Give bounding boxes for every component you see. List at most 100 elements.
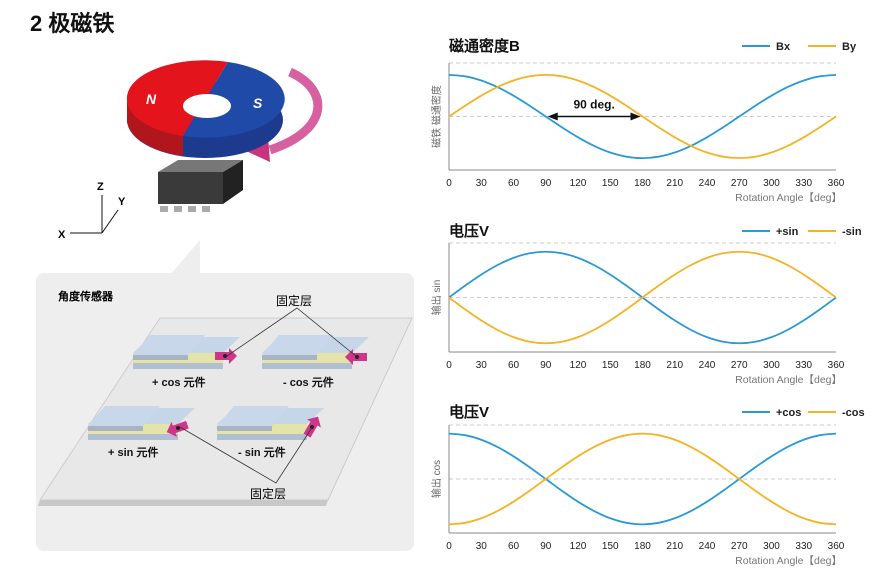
series-line--sin xyxy=(448,250,837,345)
x-tick-label: 180 xyxy=(634,541,651,552)
chart-title: 磁通密度B xyxy=(449,37,520,55)
x-tick-label: 360 xyxy=(828,541,845,552)
x-tick-label: 30 xyxy=(476,178,488,189)
x-tick-label: 30 xyxy=(476,360,488,371)
axes-3d xyxy=(70,195,119,234)
page-title: 2 极磁铁 xyxy=(30,11,115,36)
x-tick-label: 90 xyxy=(540,541,552,552)
sensor-element xyxy=(262,335,369,369)
x-tick-label: 240 xyxy=(699,541,716,552)
pinned-layer-label-bottom: 固定层 xyxy=(250,486,286,501)
legend-label: By xyxy=(842,41,857,53)
element-label-neg-sin: - sin 元件 xyxy=(238,445,286,459)
annotation-arrowhead-left xyxy=(547,112,558,121)
x-tick-label: 300 xyxy=(763,541,780,552)
magnet-illustration: N S xyxy=(126,60,323,162)
pin-dot xyxy=(176,426,180,430)
legend-label: Bx xyxy=(776,41,791,53)
x-tick-label: 150 xyxy=(602,360,619,371)
x-tick-label: 270 xyxy=(731,541,748,552)
x-tick-label: 300 xyxy=(763,178,780,189)
free-layer xyxy=(88,406,160,426)
x-tick-label: 360 xyxy=(828,178,845,189)
element-label-pos-cos: + cos 元件 xyxy=(152,375,206,389)
x-tick-label: 120 xyxy=(570,360,587,371)
x-tick-label: 0 xyxy=(446,178,452,189)
x-tick-label: 30 xyxy=(476,541,488,552)
base-side xyxy=(133,363,223,369)
south-pole xyxy=(183,62,285,138)
sensor-chip xyxy=(158,160,243,212)
base-side xyxy=(262,363,352,369)
rotation-arrow xyxy=(268,67,323,155)
x-tick-label: 0 xyxy=(446,541,452,552)
x-tick-label: 180 xyxy=(634,360,651,371)
x-tick-label: 0 xyxy=(446,360,452,371)
x-tick-label: 210 xyxy=(666,178,683,189)
x-tick-label: 300 xyxy=(763,360,780,371)
x-axis-label: Rotation Angle【deg】 xyxy=(735,192,842,204)
x-tick-label: 120 xyxy=(570,178,587,189)
legend-label: -cos xyxy=(842,407,865,419)
x-tick-label: 180 xyxy=(634,178,651,189)
x-axis-label: Rotation Angle【deg】 xyxy=(735,555,842,567)
chart-2: 电压V 0 30 60 90 120 150 180 210 240 270 300 330 360Rot… xyxy=(430,222,862,386)
base-side xyxy=(217,434,307,440)
series-line-By xyxy=(448,73,837,160)
x-tick-label: 330 xyxy=(795,178,812,189)
series-line-+cos xyxy=(448,432,837,526)
x-tick-label: 330 xyxy=(795,541,812,552)
x-tick-label: 60 xyxy=(508,178,520,189)
north-label: N xyxy=(146,91,157,107)
annotation-label: 90 deg. xyxy=(573,98,614,112)
y-axis-label: 输出 cos xyxy=(430,460,443,498)
x-tick-label: 240 xyxy=(699,360,716,371)
x-tick-label: 120 xyxy=(570,541,587,552)
pin-dot xyxy=(223,354,227,358)
free-layer xyxy=(262,335,334,355)
x-tick-label: 360 xyxy=(828,360,845,371)
free-layer-side xyxy=(262,355,317,360)
element-label-neg-cos: - cos 元件 xyxy=(283,375,334,389)
x-tick-label: 150 xyxy=(602,178,619,189)
sensor-element xyxy=(217,406,324,440)
x-tick-label: 270 xyxy=(731,178,748,189)
x-tick-label: 330 xyxy=(795,360,812,371)
free-layer-side xyxy=(133,355,188,360)
element-label-pos-sin: + sin 元件 xyxy=(108,445,158,459)
series-line--cos xyxy=(448,432,837,526)
x-tick-label: 270 xyxy=(731,360,748,371)
y-axis-label: 输出 sin xyxy=(430,280,443,316)
chart-1: 磁通密度B 0 30 60 90 120 150 180 210 240 270 300 330 360R… xyxy=(430,37,857,204)
series-line-Bx xyxy=(448,73,837,160)
y-axis-label: 磁铁 磁通密度 xyxy=(430,85,443,148)
legend-label: +cos xyxy=(776,407,801,419)
x-tick-label: 240 xyxy=(699,178,716,189)
free-layer-side xyxy=(217,426,272,431)
x-tick-label: 60 xyxy=(508,360,520,371)
chart-title: 电压V xyxy=(449,222,489,240)
axis-x-label: X xyxy=(58,229,66,241)
x-tick-label: 60 xyxy=(508,541,520,552)
free-layer xyxy=(217,406,289,426)
chart-title: 电压V xyxy=(449,403,489,421)
sensor-element xyxy=(133,335,240,369)
legend-label: -sin xyxy=(842,226,862,238)
axis-z-label: Z xyxy=(97,181,104,193)
x-axis-label: Rotation Angle【deg】 xyxy=(735,374,842,386)
annotation-arrowhead-right xyxy=(630,112,641,121)
x-tick-label: 90 xyxy=(540,360,552,371)
pinned-layer-label-top: 固定层 xyxy=(276,293,312,308)
north-pole xyxy=(126,60,228,136)
x-tick-label: 210 xyxy=(666,360,683,371)
x-tick-label: 150 xyxy=(602,541,619,552)
base-side xyxy=(88,434,178,440)
sensor-title: 角度传感器 xyxy=(58,289,114,303)
axis-y-label: Y xyxy=(118,196,126,208)
x-tick-label: 90 xyxy=(540,178,552,189)
legend-label: +sin xyxy=(776,226,799,238)
free-layer xyxy=(133,335,205,355)
south-label: S xyxy=(253,95,263,111)
